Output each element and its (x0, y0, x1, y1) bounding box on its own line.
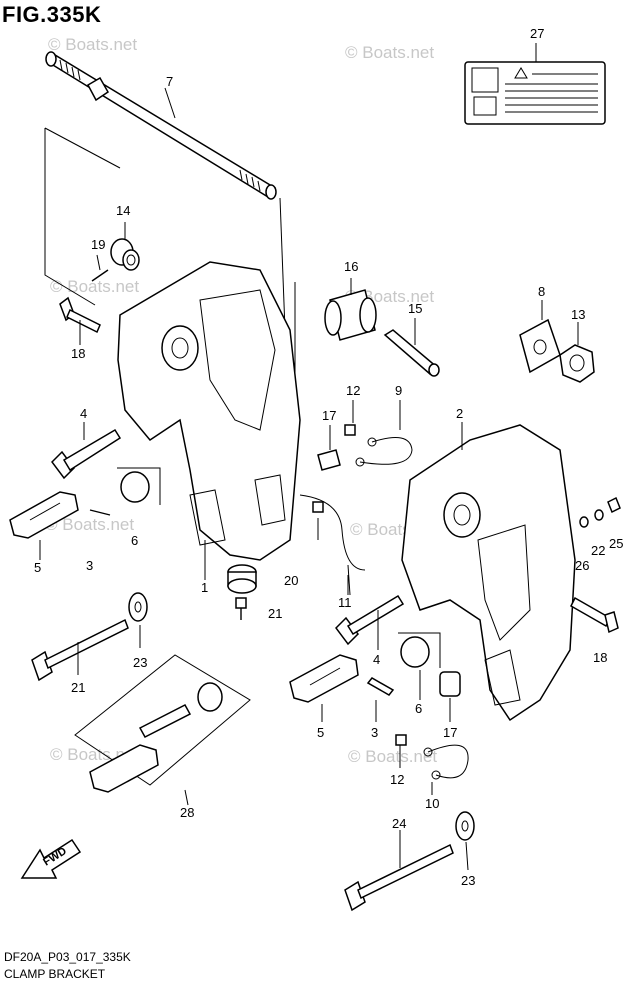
callout-label: 10 (425, 796, 439, 811)
callout-label: 8 (538, 284, 545, 299)
callout-label: 1 (201, 580, 208, 595)
callout-label: 12 (346, 383, 360, 398)
clamp-bracket-left-part (117, 261, 301, 580)
rubber-mount-part (227, 564, 257, 594)
figure-title: FIG.335K (2, 2, 102, 27)
warning-label-part (464, 43, 606, 125)
tilt-shaft-part (45, 51, 277, 200)
sleeve-part (439, 671, 461, 722)
washer-part (128, 592, 148, 648)
clamp-handle-part (289, 654, 359, 722)
callout-label: 18 (71, 346, 85, 361)
callout-label: 7 (166, 74, 173, 89)
callout-label: 17 (443, 725, 457, 740)
long-bolt-part (31, 618, 129, 682)
bushing-part (110, 222, 140, 271)
callout-label: 3 (86, 558, 93, 573)
adjuster-bolt-part (51, 422, 122, 480)
clamp-bracket-right-part (401, 422, 576, 722)
callout-label: 9 (395, 383, 402, 398)
guide-lines (44, 127, 296, 400)
watermark: © Boats.net (48, 35, 137, 54)
callout-label: 14 (116, 203, 130, 218)
watermark: © Boats.net (45, 515, 134, 534)
callout-label: 5 (34, 560, 41, 575)
callout-label: 13 (571, 307, 585, 322)
pin-part (383, 318, 440, 377)
figure-code: DF20A_P03_017_335K (4, 950, 131, 964)
bolt-part (570, 596, 619, 634)
callout-label: 24 (392, 816, 406, 831)
figure-name: CLAMP BRACKET (4, 967, 106, 981)
pin-part (91, 254, 109, 282)
callout-label: 17 (322, 408, 336, 423)
fwd-arrow-icon: FWD (20, 838, 82, 879)
washer-part (455, 811, 475, 871)
watermark: © Boats.net (348, 747, 437, 766)
watermark: © Boats.net (345, 43, 434, 62)
callout-label: 21 (268, 606, 282, 621)
bolt-part (235, 597, 247, 620)
pad-part (117, 467, 161, 505)
callout-label: 12 (390, 772, 404, 787)
callout-group: 27 7 14 19 18 16 15 8 13 4 12 9 17 2 5 3… (34, 26, 623, 888)
callout-label: 3 (371, 725, 378, 740)
callout-label: 21 (71, 680, 85, 695)
callout-label: 15 (408, 301, 422, 316)
clamp-handle-part (9, 491, 79, 560)
ground-cable-part (347, 564, 351, 596)
callout-label: 28 (180, 805, 194, 820)
callout-label: 11 (338, 595, 352, 610)
callout-label: 25 (609, 536, 623, 551)
callout-label: 6 (415, 701, 422, 716)
plate-part (519, 300, 561, 374)
callout-label: 4 (373, 652, 380, 667)
washer-part (579, 496, 621, 528)
nut-part (559, 322, 595, 383)
pin-part (89, 509, 111, 516)
bolt-part (59, 296, 101, 345)
callout-label: 19 (91, 237, 105, 252)
long-bolt-part (344, 830, 454, 912)
ground-wire-part (395, 734, 469, 795)
callout-label: 20 (284, 573, 298, 588)
callout-label: 23 (461, 873, 475, 888)
callout-label: 2 (456, 406, 463, 421)
clamp-screw-assembly-part (74, 654, 251, 806)
callout-label: 23 (133, 655, 147, 670)
callout-label: 4 (80, 406, 87, 421)
callout-label: 6 (131, 533, 138, 548)
callout-label: 16 (344, 259, 358, 274)
callout-label: 27 (530, 26, 544, 41)
ground-wire-part (317, 400, 413, 471)
collar-part (324, 278, 377, 341)
pad-part (398, 632, 441, 700)
callout-label: 5 (317, 725, 324, 740)
callout-label: 22 (591, 543, 605, 558)
pin-part (366, 677, 395, 722)
callout-label: 26 (575, 558, 589, 573)
adjuster-bolt-part (335, 594, 405, 650)
ground-wire-part (299, 494, 366, 595)
callout-label: 18 (593, 650, 607, 665)
